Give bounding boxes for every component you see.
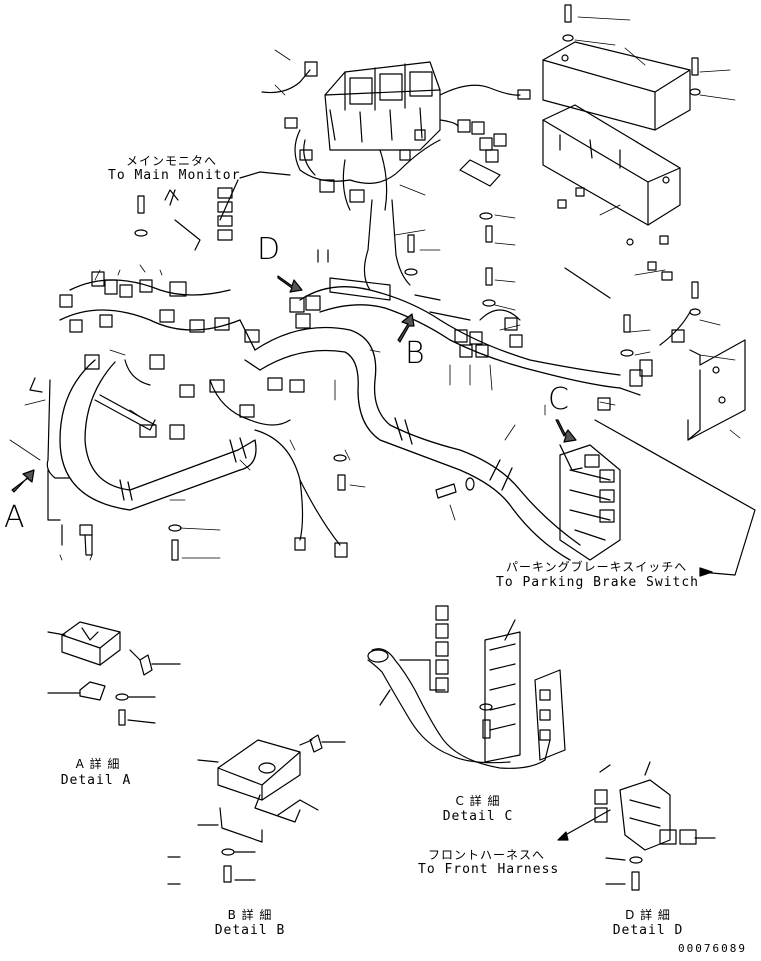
callout-letter-b: B — [405, 336, 425, 371]
relay-block-c — [559, 444, 621, 561]
bolts-and-washers — [134, 159, 634, 561]
leader-front-harness — [559, 809, 611, 839]
center-connectors — [289, 249, 691, 411]
detail-b-caption-jp: B 詳 細 — [227, 908, 273, 922]
detail-a-caption-jp: A 詳 細 — [75, 757, 121, 771]
detail-d-caption-jp: D 詳 細 — [625, 908, 671, 922]
detail-a-caption-en: Detail A — [60, 773, 132, 788]
label-parking-brake-jp: パーキングブレーキスイッチへ — [506, 560, 688, 574]
arrow-c — [555, 419, 577, 443]
branch-connectors — [59, 271, 348, 558]
detail-c-drawing — [367, 605, 566, 769]
detail-a-drawing — [47, 621, 181, 726]
mounting-bracket — [687, 281, 746, 441]
main-harness — [59, 279, 621, 561]
callout-letter-d: D — [257, 232, 281, 267]
leader-lines — [9, 16, 741, 561]
detail-d-caption-en: Detail D — [612, 923, 684, 938]
cover-box — [542, 4, 701, 299]
detail-c-caption-en: Detail C — [442, 809, 514, 824]
callout-a-area — [29, 377, 93, 556]
arrow-b — [397, 313, 415, 343]
detail-c-caption-jp: C 詳 細 — [455, 794, 501, 808]
label-front-harness-jp: フロントハーネスへ — [428, 848, 546, 862]
detail-b-caption-en: Detail B — [214, 923, 286, 938]
arrow-d — [277, 275, 303, 293]
detail-b-drawing — [167, 734, 346, 885]
leader-main-monitor — [164, 179, 239, 251]
label-parking-brake-en: To Parking Brake Switch — [496, 575, 700, 590]
monitor-connector-stack — [217, 171, 291, 241]
label-front-harness-en: To Front Harness — [418, 862, 560, 877]
label-main-monitor-en: To Main Monitor — [108, 168, 241, 183]
detail-d-drawing — [594, 761, 716, 891]
document-number: 00076089 — [678, 942, 747, 955]
callout-letter-a: A — [4, 500, 25, 535]
controller-box-assembly — [261, 61, 531, 211]
callout-letter-c: C — [548, 382, 569, 417]
leader-parking-brake — [594, 419, 756, 576]
main-trunk — [363, 199, 411, 291]
label-main-monitor-jp: メインモニタへ — [126, 154, 218, 168]
arrow-a — [11, 469, 35, 493]
